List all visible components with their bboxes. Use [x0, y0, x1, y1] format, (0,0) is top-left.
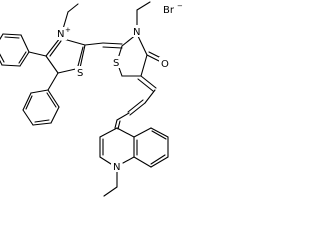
bond	[114, 119, 118, 129]
bond	[140, 54, 148, 77]
bond	[30, 89, 49, 94]
bond	[47, 89, 60, 108]
bromide-symbol: Br	[163, 5, 175, 16]
bond	[129, 102, 146, 116]
bond	[18, 51, 27, 64]
bond	[46, 92, 57, 108]
bond	[99, 156, 112, 165]
bond	[45, 37, 61, 57]
bond	[49, 40, 62, 57]
bond	[150, 156, 169, 168]
bond	[19, 51, 30, 67]
bond	[1, 64, 21, 67]
carbonyl-oxygen-label: O	[161, 59, 169, 70]
bond	[0, 33, 4, 41]
bromide-charge: −	[177, 2, 183, 10]
thiazolidinone-nitrogen-label: N	[133, 27, 140, 38]
bond	[32, 122, 52, 126]
bond	[34, 119, 50, 123]
thiazolium-sulfur-label: S	[77, 68, 83, 79]
bond	[84, 42, 104, 46]
bonds	[0, 1, 169, 197]
molecule-structure: N + S N S O N Br −	[0, 1, 183, 197]
bond	[102, 42, 123, 45]
bond	[45, 55, 59, 74]
bond	[151, 130, 167, 140]
bond	[133, 127, 152, 138]
bond	[150, 127, 169, 138]
bond	[4, 36, 20, 39]
bond	[2, 33, 22, 36]
bond	[136, 33, 148, 56]
counterion-label: Br −	[163, 2, 183, 16]
bond	[133, 156, 152, 168]
bond	[99, 127, 118, 138]
bond	[67, 3, 79, 13]
bond	[102, 46, 123, 49]
bond	[22, 92, 32, 111]
bond	[150, 154, 166, 165]
bond	[28, 51, 47, 57]
bond	[136, 1, 151, 11]
bond	[137, 78, 154, 92]
quinoline-nitrogen-label: N	[113, 162, 120, 173]
bond	[79, 44, 86, 69]
bond	[117, 120, 121, 130]
bond	[50, 106, 60, 124]
bond	[77, 46, 84, 67]
bond	[25, 95, 33, 110]
bond	[122, 156, 135, 164]
bond	[146, 54, 162, 63]
bond	[0, 53, 5, 63]
bond	[62, 11, 69, 30]
atom-labels: N + S N S O N	[55, 25, 170, 173]
bond	[140, 75, 157, 89]
bond	[127, 99, 144, 113]
bond	[116, 127, 135, 138]
bond	[22, 109, 34, 126]
bond	[116, 112, 130, 121]
thiazolidinone-sulfur-label: S	[113, 58, 119, 69]
bond	[20, 34, 30, 53]
bond	[103, 186, 118, 197]
thiazolium-charge-label: +	[65, 26, 71, 34]
bond	[0, 59, 3, 66]
bond	[144, 89, 156, 104]
thiazolium-nitrogen-label: N	[57, 29, 64, 40]
bond	[47, 72, 59, 91]
